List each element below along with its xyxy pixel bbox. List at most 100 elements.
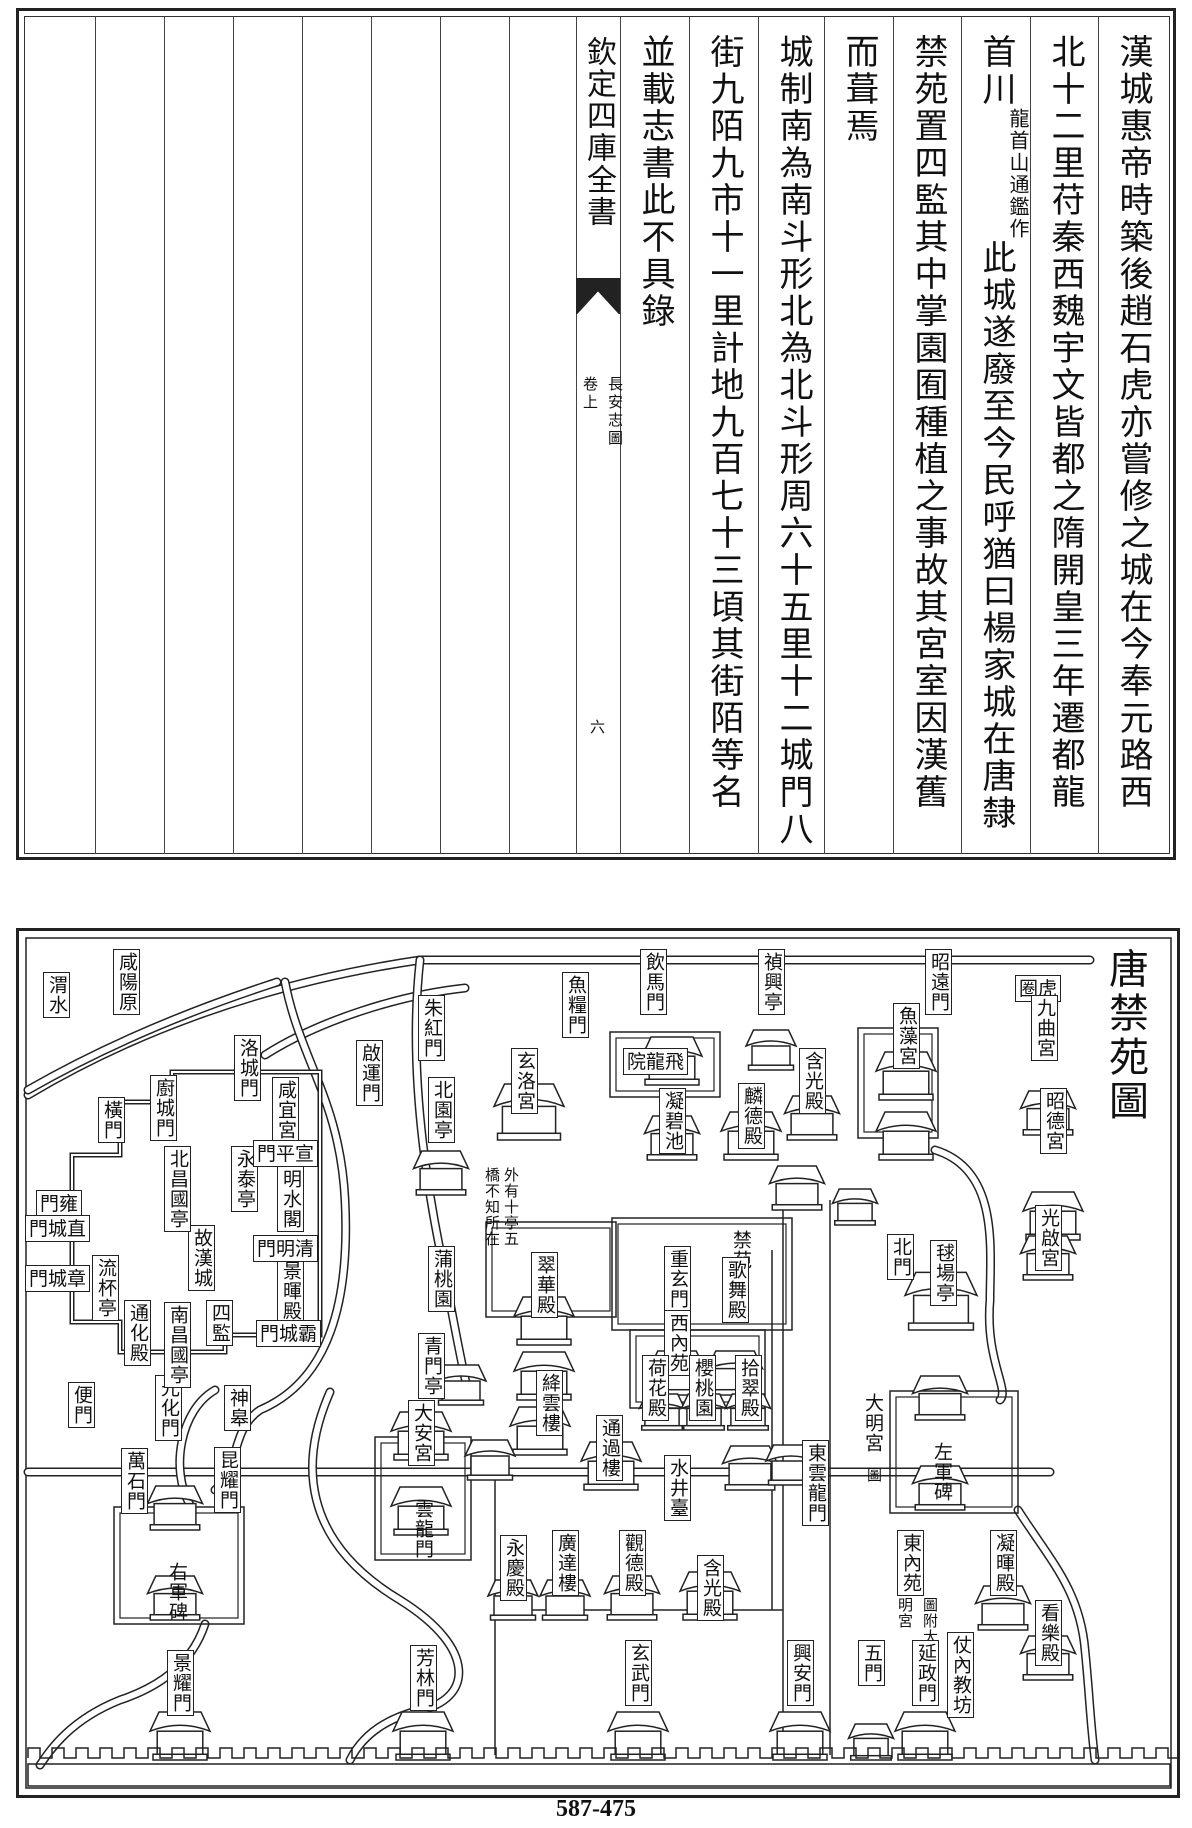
building-body-icon [882,1070,930,1096]
text-column-3-head: 首川 [976,34,1016,108]
map-label: 毬場亭 [930,1240,957,1306]
map-label: 觀德殿 [619,1530,646,1596]
map-label: 左軍碑 [931,1442,953,1502]
building-base-icon [771,1203,823,1211]
map-label: 雍門 [36,1190,83,1217]
center-fold-column: 欽定四庫全書 長安志圖 卷上 六 [576,16,624,854]
map-label: 右軍碑 [166,1562,188,1622]
building-body-icon [156,1730,204,1756]
map-label: 外有十亭五 [502,1167,520,1247]
building-base-icon [646,1153,698,1161]
map-label: 北昌國亭 [164,1146,191,1232]
map-label: 昆耀門 [214,1447,241,1513]
building-roof-icon [831,1188,879,1205]
map-label: 章城門 [25,1265,91,1292]
map-label: 飛龍院 [623,1048,689,1075]
building-base-icon [907,1322,975,1331]
map-label: 昭遠門 [925,949,952,1015]
map-label: 大安宮 [408,1400,435,1466]
text-column-3: 首川通鑑作龍首山此城遂廢至今民呼猶曰楊家城在唐隸 [962,34,1030,854]
text-column-8: 並載志書此不具錄 [635,34,675,330]
map-label: 北園亭 [428,1077,455,1143]
column-rule [371,16,372,854]
text-column-5: 而葺焉 [839,34,879,145]
building-base-icon [914,1413,966,1421]
building-body-icon [775,1182,819,1207]
left-army-compound [889,1390,1019,1514]
map-label: 魚糧門 [562,972,589,1038]
building-body-icon [470,1455,510,1477]
building-body-icon [545,1595,585,1617]
map-label: 景耀門 [167,1650,194,1716]
map-label: 歌舞殿 [722,1257,749,1323]
building-base-icon [914,1503,966,1511]
building-base-icon [977,1623,1029,1631]
map-label: 五門 [858,1640,885,1686]
building-base-icon [516,1338,572,1346]
building-base-icon [415,1188,467,1196]
building-base-icon [727,1424,769,1431]
map-inner-border [25,937,1172,1789]
text-column-3-body: 此城遂廢至今民呼猶曰楊家城在唐隸 [976,240,1016,832]
map-frame [16,928,1180,1798]
map-label: 明宮 [896,1597,914,1629]
city-wall [27,1763,1171,1787]
map-label: 青門亭 [418,1333,445,1399]
road-fill [25,979,280,1093]
city-wall-crenellation [27,1747,1180,1759]
map-label: 萬石門 [121,1448,148,1514]
building-base-icon [683,1424,725,1431]
building-base-icon [1022,1273,1074,1281]
building-base-icon [834,1219,876,1226]
map-label: 直城門 [25,1215,91,1242]
map-label: 蒲桃園 [428,1246,455,1312]
building-body-icon [399,1730,447,1756]
building-base-icon [489,1614,537,1621]
map-label: 東雲龍門 [802,1440,829,1526]
map-label: 重玄門 [664,1246,691,1312]
map-label: 荷花殿 [642,1355,669,1421]
map-label: 橫門 [98,1097,125,1143]
map-label: 咸陽原 [113,949,140,1015]
book-volume-label: 長安志圖 卷上 [580,376,626,448]
map-label: 通化殿 [124,1300,151,1366]
building-roof-icon [893,1711,957,1733]
text-page-inner-frame [24,16,1170,854]
column-rule [689,16,690,854]
building-roof-icon [874,1111,938,1133]
building-body-icon [901,1730,949,1756]
building-body-icon [981,1602,1025,1627]
column-rule [824,16,825,854]
column-rule [1098,16,1099,854]
building-base-icon [786,1133,838,1141]
building-roof-icon [412,1150,470,1171]
map-label: 興安門 [787,1640,814,1706]
map-label: 延政門 [912,1640,939,1706]
annotation-line-2: 龍首山 [1006,108,1030,174]
building-base-icon [437,1399,485,1406]
text-column-4: 禁苑置四監其中掌園囿種植之事故其宮室因漢舊 [908,34,948,811]
map-label: 永慶殿 [500,1535,527,1601]
building-base-icon [724,1483,776,1491]
text-column-2: 北十二里苻秦西魏宇文皆都之隋開皇三年遷都龍 [1045,34,1085,811]
column-rule [440,16,441,854]
annotation-line-1: 通鑑作 [1006,174,1030,240]
map-label: 圖附大 [921,1597,939,1645]
map-label: 廣達樓 [552,1530,579,1596]
column-rule [1030,16,1031,854]
building-base-icon [395,1753,451,1761]
column-rule [620,16,621,854]
building-roof-icon [911,1465,969,1486]
map-label: 神皋 [224,1385,251,1431]
map-label: 明水閣 [277,1166,304,1232]
west-inner-park-compound-inner [617,1223,787,1325]
map-label: 便門 [68,1382,95,1428]
map-label: 櫻桃園 [689,1355,716,1421]
column-rule [302,16,303,854]
map-label: 玄洛宮 [511,1048,538,1114]
building-body-icon [153,1502,197,1527]
map-label: 通過樓 [596,1415,623,1481]
building-base-icon [641,1424,683,1431]
building-roof-icon [512,1351,576,1373]
map-label: 看樂殿 [1035,1600,1062,1666]
